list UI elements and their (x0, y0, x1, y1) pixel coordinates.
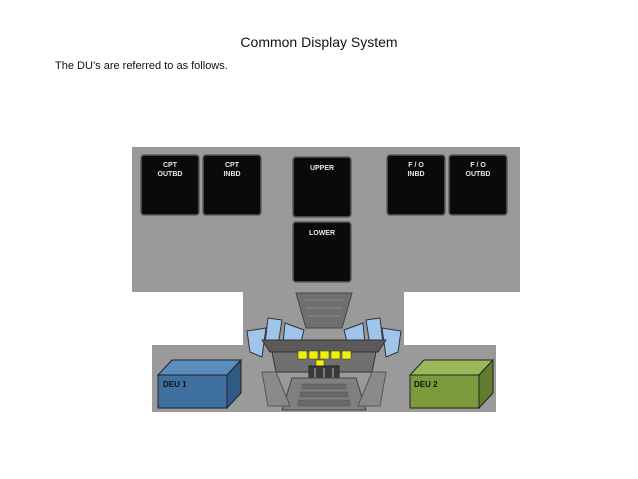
page-title: Common Display System (240, 34, 398, 50)
window-right-outer (381, 327, 402, 358)
deu2-box[interactable]: DEU 2 (408, 358, 495, 410)
switch (330, 350, 341, 360)
du-upper[interactable]: UPPER (292, 156, 352, 218)
intro-text: The DU’s are referred to as follows. (55, 60, 228, 72)
du-cpt-outbd-line2: OUTBD (158, 171, 183, 178)
du-fo-outbd[interactable]: F / O OUTBD (448, 154, 508, 216)
du-cpt-inbd[interactable]: CPT INBD (202, 154, 262, 216)
switch (341, 350, 352, 360)
window-left-outer (246, 327, 267, 358)
cockpit-illustration (246, 292, 402, 411)
left-console (261, 371, 291, 407)
du-cpt-outbd-line1: CPT (163, 162, 178, 169)
right-console (357, 371, 387, 407)
du-lower-line1: LOWER (309, 230, 335, 237)
overhead-panel (295, 292, 353, 329)
glareshield (261, 339, 387, 353)
du-upper-line1: UPPER (310, 165, 334, 172)
du-cpt-inbd-line1: CPT (225, 162, 240, 169)
du-fo-inbd[interactable]: F / O INBD (386, 154, 446, 216)
du-fo-outbd-line2: OUTBD (466, 171, 491, 178)
switch (297, 350, 308, 360)
du-fo-outbd-line1: F / O (470, 162, 486, 169)
du-lower[interactable]: LOWER (292, 221, 352, 283)
du-fo-inbd-line1: F / O (408, 162, 424, 169)
switch (319, 350, 330, 360)
deu1-label: DEU 1 (163, 380, 187, 389)
du-fo-inbd-line2: INBD (407, 171, 424, 178)
du-cpt-outbd[interactable]: CPT OUTBD (140, 154, 200, 216)
deu1-box[interactable]: DEU 1 (156, 358, 243, 410)
switch (308, 350, 319, 360)
deu2-label: DEU 2 (414, 380, 438, 389)
du-cpt-inbd-line2: INBD (223, 171, 240, 178)
